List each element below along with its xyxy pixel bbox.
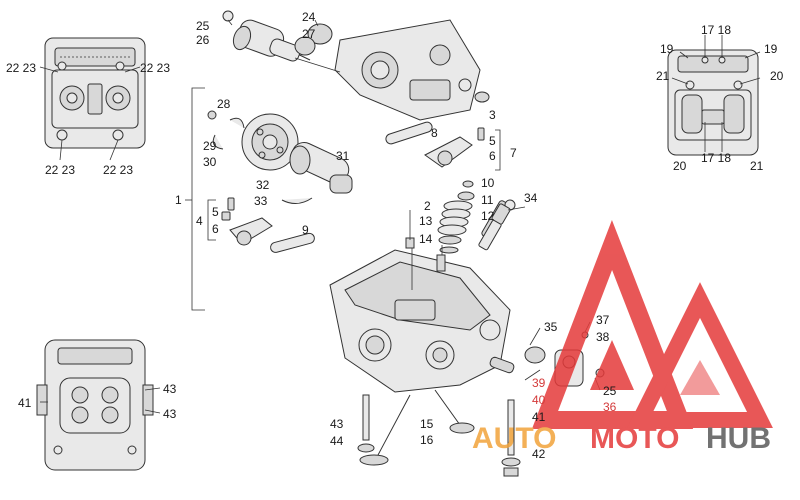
- watermark-auto: AUTO: [472, 422, 556, 455]
- label-10: 10: [481, 176, 495, 190]
- label-40: 40: [532, 393, 546, 407]
- cylinder-head: [329, 237, 511, 393]
- label-21: 21: [750, 159, 764, 173]
- label-30: 30: [203, 155, 217, 169]
- label-29: 29: [203, 139, 217, 153]
- label-5: 5: [489, 134, 496, 148]
- label-8: 8: [431, 126, 438, 140]
- watermark-hub: HUB: [706, 422, 771, 455]
- label-37: 37: [596, 313, 610, 327]
- label-17-18: 17 18: [701, 23, 731, 37]
- cam-cover-assembly: [222, 10, 490, 121]
- label-21: 21: [656, 69, 670, 83]
- label-2: 2: [424, 199, 431, 213]
- label-14: 14: [419, 232, 433, 246]
- label-13: 13: [419, 214, 433, 228]
- label-36: 36: [603, 400, 617, 414]
- label-28: 28: [217, 97, 231, 111]
- label-43: 43: [163, 407, 177, 421]
- label-41: 41: [18, 396, 32, 410]
- label-43: 43: [163, 382, 177, 396]
- label-43: 43: [330, 417, 344, 431]
- valves-and-studs: [357, 389, 521, 477]
- label-25: 25: [603, 384, 617, 398]
- label-35: 35: [544, 320, 558, 334]
- part-labels: 22 23 22 23 22 23 22 23 17 18 19 19 21 2…: [6, 10, 784, 461]
- label-17-18: 17 18: [701, 151, 731, 165]
- label-12: 12: [481, 209, 495, 223]
- label-32: 32: [256, 178, 270, 192]
- label-42: 42: [532, 447, 546, 461]
- label-44: 44: [330, 434, 344, 448]
- label-22-23: 22 23: [103, 163, 133, 177]
- thermostat-housing: [489, 331, 605, 387]
- label-22-23: 22 23: [45, 163, 75, 177]
- label-9: 9: [302, 223, 309, 237]
- label-41: 41: [532, 410, 546, 424]
- label-27: 27: [302, 27, 316, 41]
- label-33: 33: [254, 194, 268, 208]
- label-34: 34: [524, 191, 538, 205]
- head-top-view-right: [667, 35, 761, 156]
- head-top-view-left: [39, 37, 146, 161]
- label-20: 20: [770, 69, 784, 83]
- label-15: 15: [420, 417, 434, 431]
- head-bottom-view-left: [36, 339, 161, 471]
- label-24: 24: [302, 10, 316, 24]
- label-3: 3: [489, 108, 496, 122]
- label-19: 19: [764, 42, 778, 56]
- label-11: 11: [481, 193, 494, 207]
- label-22-23: 22 23: [140, 61, 170, 75]
- label-20: 20: [673, 159, 687, 173]
- label-1: 1: [175, 193, 182, 207]
- label-5: 5: [212, 205, 219, 219]
- camshaft-gear-assembly: [207, 110, 353, 204]
- rocker-assembly: [221, 121, 485, 253]
- label-7: 7: [510, 146, 517, 160]
- watermark-logo: AUTO MOTO HUB: [472, 219, 773, 455]
- label-4: 4: [196, 214, 203, 228]
- label-19: 19: [660, 42, 674, 56]
- label-6: 6: [212, 222, 219, 236]
- label-31: 31: [336, 149, 350, 163]
- label-26: 26: [196, 33, 210, 47]
- label-38: 38: [596, 330, 610, 344]
- label-22-23: 22 23: [6, 61, 36, 75]
- label-25: 25: [196, 19, 210, 33]
- watermark-moto: MOTO: [590, 422, 679, 455]
- label-16: 16: [420, 433, 434, 447]
- spark-plug: [478, 203, 511, 251]
- label-39: 39: [532, 376, 546, 390]
- label-6: 6: [489, 149, 496, 163]
